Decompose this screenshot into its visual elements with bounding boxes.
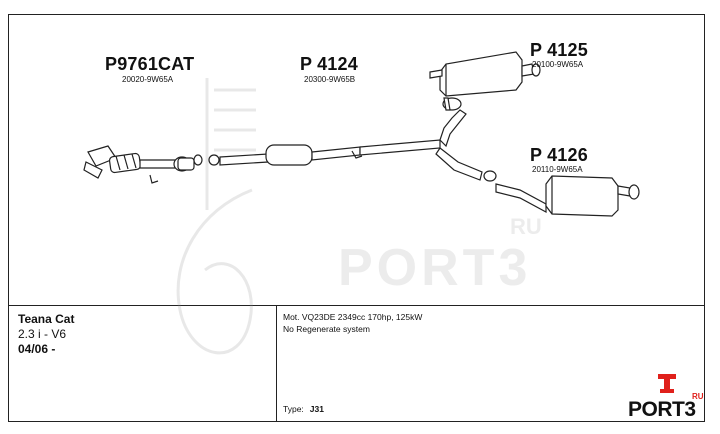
part-oem-rear-upper: 20100-9W65A [532, 60, 584, 69]
vehicle-info: Teana Cat 2.3 i - V6 04/06 - [18, 312, 74, 357]
logo-text: PORT3 [628, 398, 696, 421]
part-oem-rear-lower: 20110-9W65A [532, 165, 583, 174]
type-value: J31 [309, 404, 324, 414]
part-code-center: P 4124 [300, 54, 358, 74]
info-divider [276, 305, 277, 422]
type-label: Type: [283, 404, 304, 414]
y-pipe [435, 97, 497, 182]
type-row: Type: J31 [283, 404, 324, 414]
frame-divider [8, 305, 705, 306]
vehicle-date: 04/06 - [18, 342, 56, 356]
port3-logo-icon [658, 374, 676, 393]
part-oem-cat: 20020-9W65A [122, 75, 174, 84]
part-code-cat: P9761CAT [105, 54, 195, 74]
part-code-rear-upper: P 4125 [530, 40, 588, 60]
center-pipe [208, 139, 441, 166]
motor-spec: Mot. VQ23DE 2349cc 170hp, 125kW [283, 312, 423, 322]
vehicle-engine: 2.3 i - V6 [18, 327, 67, 341]
watermark-text: PORT3 [338, 239, 532, 297]
rear-muffler-upper [429, 51, 541, 111]
logo-ru: RU [692, 392, 704, 401]
diagram-frame [8, 14, 705, 422]
catalytic-converter [83, 145, 203, 184]
engine-details: Mot. VQ23DE 2349cc 170hp, 125kW No Regen… [283, 311, 422, 335]
system-note: No Regenerate system [283, 324, 370, 334]
watermark-ru: RU [510, 214, 542, 239]
part-code-rear-lower: P 4126 [530, 145, 588, 165]
part-oem-center: 20300-9W65B [304, 75, 356, 84]
vehicle-model: Teana Cat [18, 312, 75, 326]
rear-muffler-lower [495, 175, 640, 217]
